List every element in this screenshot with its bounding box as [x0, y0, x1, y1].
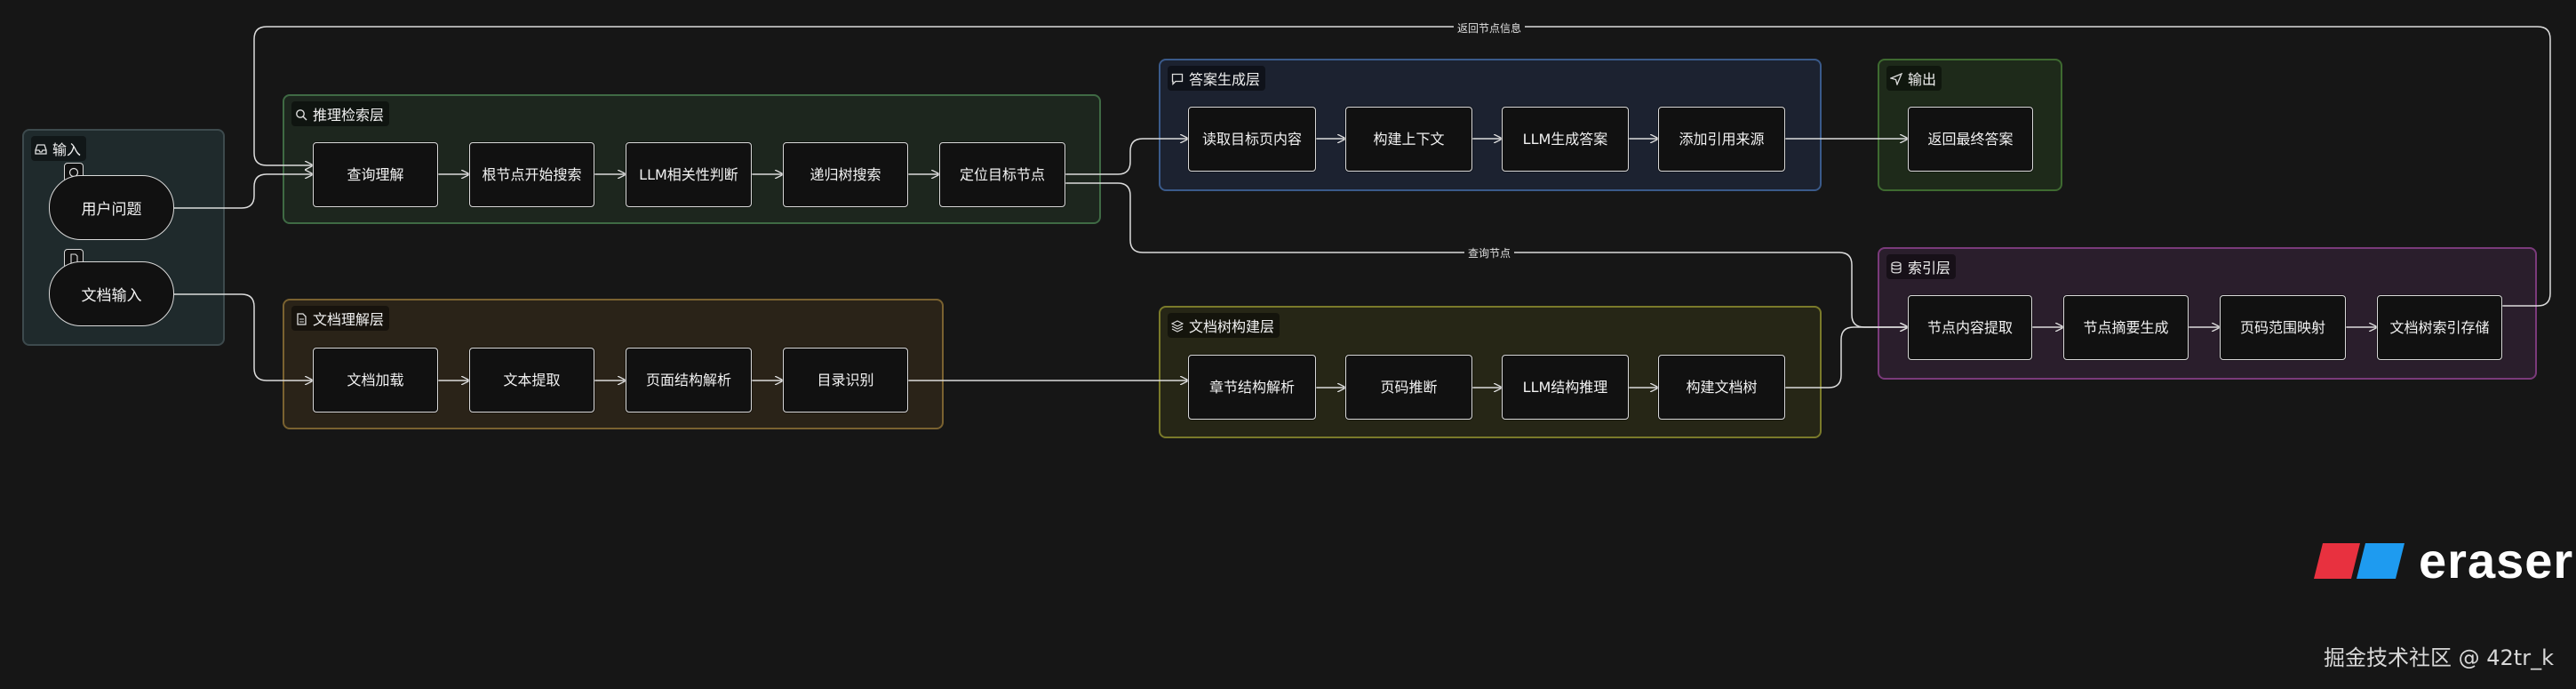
node-label: 文档加载	[347, 372, 404, 389]
node-label: 递归树搜索	[809, 166, 881, 183]
node-node-summary[interactable]: 节点摘要生成	[2063, 295, 2189, 360]
brand-name: eraser	[2419, 533, 2574, 589]
database-icon	[1890, 260, 1902, 274]
group-title: 推理检索层	[313, 107, 385, 124]
document-icon	[295, 312, 307, 325]
node-locate-target[interactable]: 定位目标节点	[939, 142, 1065, 207]
node-query-understanding[interactable]: 查询理解	[313, 142, 438, 207]
search-icon	[295, 108, 307, 121]
node-return-answer[interactable]: 返回最终答案	[1908, 107, 2033, 172]
node-label: LLM结构推理	[1522, 379, 1608, 396]
node-label: 页码范围映射	[2239, 319, 2325, 336]
node-build-tree[interactable]: 构建文档树	[1658, 355, 1785, 420]
node-root-search[interactable]: 根节点开始搜索	[469, 142, 594, 207]
node-llm-struct[interactable]: LLM结构推理	[1502, 355, 1629, 420]
node-add-citation[interactable]: 添加引用来源	[1658, 107, 1785, 172]
node-recursive-search[interactable]: 递归树搜索	[783, 142, 908, 207]
node-page-struct[interactable]: 页面结构解析	[626, 348, 752, 413]
node-label: 定位目标节点	[959, 166, 1045, 183]
node-label: 返回最终答案	[1927, 131, 2014, 148]
node-label: 节点摘要生成	[2083, 319, 2169, 336]
group-title: 索引层	[1908, 260, 1951, 276]
node-llm-answer[interactable]: LLM生成答案	[1502, 107, 1629, 172]
node-page-infer[interactable]: 页码推断	[1345, 355, 1472, 420]
node-label: 构建上下文	[1373, 131, 1445, 148]
chat-icon	[1171, 72, 1184, 86]
node-label: 读取目标页内容	[1201, 131, 1302, 148]
node-label: 页面结构解析	[645, 372, 731, 389]
node-doc-load[interactable]: 文档加载	[313, 348, 438, 413]
edge-label-return-info: 返回节点信息	[1453, 20, 1526, 36]
group-title: 输出	[1908, 71, 1937, 88]
layers-icon	[1170, 319, 1184, 332]
node-label: LLM相关性判断	[639, 166, 738, 183]
node-label: 根节点开始搜索	[482, 166, 582, 183]
group-title: 输入	[52, 141, 82, 158]
edge-tree-to-index	[1785, 327, 1908, 389]
node-label: 查询理解	[347, 166, 404, 183]
node-label: 目录识别	[817, 372, 874, 389]
inbox-icon	[35, 142, 47, 155]
group-title: 文档树构建层	[1189, 318, 1275, 335]
edge-doc-to-load	[174, 293, 313, 381]
node-build-context[interactable]: 构建上下文	[1345, 107, 1472, 172]
node-label: 构建文档树	[1686, 379, 1758, 396]
node-llm-relevance[interactable]: LLM相关性判断	[626, 142, 752, 207]
node-page-range[interactable]: 页码范围映射	[2220, 295, 2346, 360]
node-node-extract[interactable]: 节点内容提取	[1908, 295, 2032, 360]
node-text-extract[interactable]: 文本提取	[469, 348, 594, 413]
send-icon	[1889, 72, 1903, 86]
group-title: 文档理解层	[313, 311, 385, 328]
eraser-logo-icon	[2314, 542, 2405, 579]
edge-label-query-node: 查询节点	[1463, 245, 1515, 260]
edge-locate-to-read	[1065, 139, 1188, 175]
node-label: LLM生成答案	[1522, 131, 1608, 148]
node-doc-input[interactable]: 文档输入	[49, 261, 174, 326]
edge-store-to-query	[253, 26, 2551, 307]
node-label: 页码推断	[1380, 379, 1438, 396]
node-label: 用户问题	[81, 201, 142, 219]
node-chapter-parse[interactable]: 章节结构解析	[1188, 355, 1316, 420]
node-label: 文档输入	[81, 287, 142, 305]
node-label: 文本提取	[503, 372, 561, 389]
node-label: 章节结构解析	[1208, 379, 1295, 396]
group-title: 答案生成层	[1189, 71, 1261, 88]
node-toc-detect[interactable]: 目录识别	[783, 348, 908, 413]
node-read-pages[interactable]: 读取目标页内容	[1188, 107, 1316, 172]
node-label: 添加引用来源	[1679, 131, 1765, 148]
edge-question-to-query	[174, 174, 313, 209]
node-label: 文档树索引存储	[2389, 319, 2490, 336]
node-user-question[interactable]: 用户问题	[49, 175, 174, 240]
footer-credit: 掘金技术社区 @ 42tr_k	[2324, 645, 2554, 670]
eraser-logo: eraser	[2312, 532, 2573, 589]
node-label: 节点内容提取	[1926, 319, 2013, 336]
node-tree-store[interactable]: 文档树索引存储	[2377, 295, 2502, 360]
